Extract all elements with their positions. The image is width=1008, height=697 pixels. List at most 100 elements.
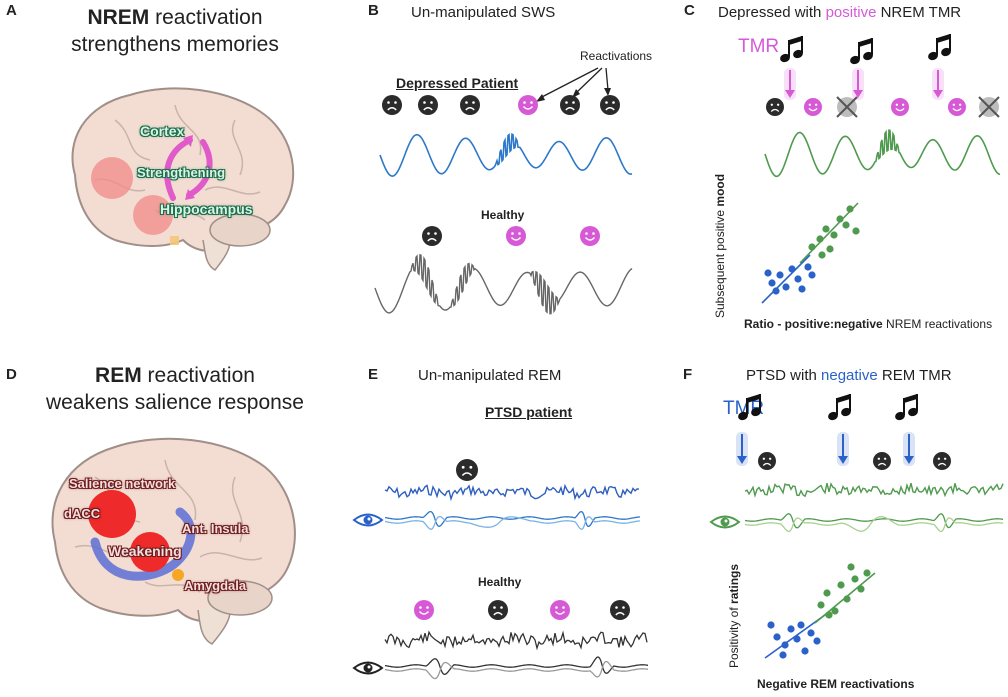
scatter-point [767, 621, 775, 629]
hippocampus-region [133, 195, 173, 235]
crossed-negative-face-icon [978, 96, 1000, 118]
scatter-point [852, 227, 860, 235]
reactivations-label: Reactivations [580, 49, 653, 63]
positive-face-icon [804, 98, 822, 116]
scatter-point [787, 625, 795, 633]
strengthening-arrow-down [186, 139, 213, 198]
scatter-point [823, 589, 831, 597]
negative-face-icon [766, 98, 784, 116]
panel-e-letter: E [368, 366, 379, 383]
label-insula: Ant. Insula [182, 521, 249, 536]
scatter-point [822, 225, 830, 233]
panel-c-y-axis-bold: mood [713, 173, 727, 207]
negative-face-icon [488, 600, 508, 620]
brain-shape [51, 437, 296, 623]
panel-f-title: PTSD with negative REM TMR [746, 367, 952, 384]
scatter-point [851, 575, 859, 583]
scatter-point [837, 581, 845, 589]
crossed-negative-face-icon [836, 96, 858, 118]
panel-e-graphics [352, 459, 649, 680]
panel-e-healthy-label: Healthy [478, 575, 522, 589]
label-amygdala: Amygdala [184, 578, 247, 593]
amygdala-region [172, 569, 184, 581]
brain-illustration-a [71, 87, 295, 271]
scatter-point [813, 637, 821, 645]
negative-face-icon [933, 452, 951, 470]
scatter-point [798, 285, 806, 293]
panel-c-title-post: NREM TMR [876, 4, 962, 21]
panel-c-title-pre: Depressed with [718, 4, 826, 21]
positive-face-icon [550, 600, 570, 620]
panel-f-title-highlight: negative [821, 367, 878, 384]
scatter-point [773, 633, 781, 641]
scatter-point [863, 569, 871, 577]
label-weakening: Weakening [108, 543, 182, 559]
panel-c-letter: C [684, 2, 695, 19]
scatter-point [808, 271, 816, 279]
label-salience: Salience network [69, 476, 176, 491]
positive-face-icon [580, 226, 600, 246]
label-cortex: Cortex [140, 123, 185, 139]
scatter-point [831, 607, 839, 615]
label-hippocampus: Hippocampus [160, 201, 253, 217]
scatter-point [807, 629, 815, 637]
dacc-region [88, 490, 136, 538]
panel-f-y-axis-pre: Positivity of [727, 603, 741, 668]
scatter-point [768, 279, 776, 287]
panel-e-title: Un-manipulated REM [418, 367, 562, 384]
label-strengthening: Strengthening [137, 165, 226, 180]
scatter-point [779, 651, 787, 659]
music-note-icon [780, 36, 803, 63]
music-note-icon [738, 394, 761, 421]
insula-region [130, 532, 170, 572]
scatter-point [801, 647, 809, 655]
panel-f-title-pre: PTSD with [746, 367, 822, 384]
negative-face-icon [422, 226, 442, 246]
music-note-icon [828, 394, 851, 421]
scatter-point [804, 263, 812, 271]
scatter-point [830, 231, 838, 239]
scatter-point [797, 621, 805, 629]
negative-face-icon [382, 95, 402, 115]
eye-icon [352, 661, 384, 675]
panel-a-title: NREM reactivation strengthens memories [40, 4, 310, 58]
panel-c-graphics [764, 34, 1001, 178]
scatter-point [842, 221, 850, 229]
music-note-icon [850, 38, 873, 65]
scatter-c [761, 202, 860, 304]
scatter-point [846, 205, 854, 213]
cortex-region [91, 157, 133, 199]
panel-b-letter: B [368, 2, 379, 19]
negative-face-icon [758, 452, 776, 470]
panel-c-y-axis: Subsequent positive mood [713, 138, 727, 318]
panel-d-title-rest: reactivation [141, 364, 255, 387]
scatter-point [847, 563, 855, 571]
panel-c-tmr-label: TMR [738, 36, 780, 57]
panel-f-y-axis-bold: ratings [727, 563, 741, 604]
panel-b-graphics [374, 67, 633, 315]
panel-c-title: Depressed with positive NREM TMR [718, 4, 961, 21]
tmr-arrow [932, 68, 944, 100]
panel-d-title: REM reactivation weakens salience respon… [30, 362, 320, 416]
panel-a-title-line2: strengthens memories [71, 33, 279, 56]
panel-a-title-rest: reactivation [149, 6, 263, 29]
scatter-point [782, 283, 790, 291]
tmr-arrow [837, 432, 849, 466]
negative-face-icon [460, 95, 480, 115]
panel-b-patient-label: Depressed Patient [396, 75, 519, 91]
panel-f-y-axis: Positivity of ratings [727, 564, 741, 668]
music-note-icon [895, 394, 918, 421]
strengthening-arrow-up [164, 137, 193, 201]
panel-a-title-bold: NREM [87, 6, 150, 29]
negative-face-icon [610, 600, 630, 620]
panel-c-x-axis: Ratio - positive:negative NREM reactivat… [744, 317, 992, 331]
panel-d-title-bold: REM [95, 364, 142, 387]
positive-face-icon [891, 98, 909, 116]
tmr-arrow [903, 432, 915, 466]
tmr-arrow [852, 68, 864, 100]
brain-illustration-d [51, 437, 296, 645]
negative-face-icon [600, 95, 620, 115]
panel-b-healthy-label: Healthy [481, 208, 525, 222]
weakening-arrow [90, 507, 196, 581]
panel-f-letter: F [683, 366, 693, 383]
